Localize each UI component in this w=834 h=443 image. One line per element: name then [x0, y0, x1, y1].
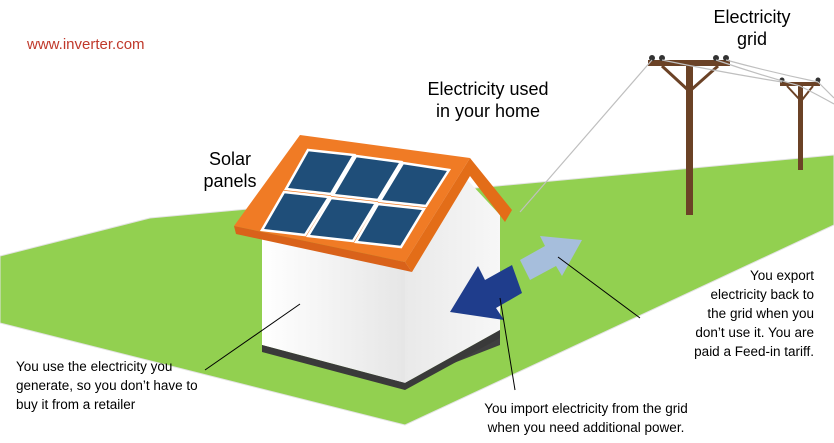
- self-use-caption-line: buy it from a retailer: [16, 397, 136, 412]
- export-caption-line: electricity back to: [710, 287, 814, 302]
- distant-power-pole: [779, 77, 821, 170]
- import-caption-line: when you need additional power.: [487, 420, 685, 435]
- export-caption-line: paid a Feed-in tariff.: [694, 344, 814, 359]
- import-caption: You import electricity from the grid whe…: [455, 399, 717, 437]
- import-arrow: [450, 265, 522, 320]
- solar-panel-array: [259, 148, 452, 249]
- pointer-lines: [204, 256, 641, 391]
- self-use-caption-line: generate, so you don’t have to: [16, 378, 198, 393]
- import-caption-line: You import electricity from the grid: [484, 401, 688, 416]
- power-lines: [519, 59, 834, 213]
- near-power-pole: [648, 55, 730, 215]
- grid-label: Electricity grid: [700, 6, 804, 50]
- brand-url: www.inverter.com: [27, 36, 145, 53]
- grid-label-line: Electricity: [713, 7, 791, 27]
- self-use-caption: You use the electricity you generate, so…: [16, 357, 246, 414]
- house-front-wall: [262, 235, 405, 383]
- solar-label-line: Solar: [208, 149, 252, 169]
- grid-label-line: grid: [736, 29, 767, 49]
- export-caption-line: the grid when you: [707, 306, 814, 321]
- export-caption: You export electricity back to the grid …: [628, 266, 814, 361]
- home-label: Electricity used in your home: [408, 78, 568, 122]
- export-caption-line: You export: [749, 268, 814, 283]
- solar-label-line: panels: [203, 171, 257, 191]
- export-arrow: [520, 236, 582, 280]
- home-label-line: in your home: [435, 101, 541, 121]
- home-label-line: Electricity used: [427, 79, 549, 99]
- solar-label: Solar panels: [190, 148, 270, 192]
- export-caption-line: don’t use it. You are: [695, 325, 814, 340]
- self-use-caption-line: You use the electricity you: [16, 359, 173, 374]
